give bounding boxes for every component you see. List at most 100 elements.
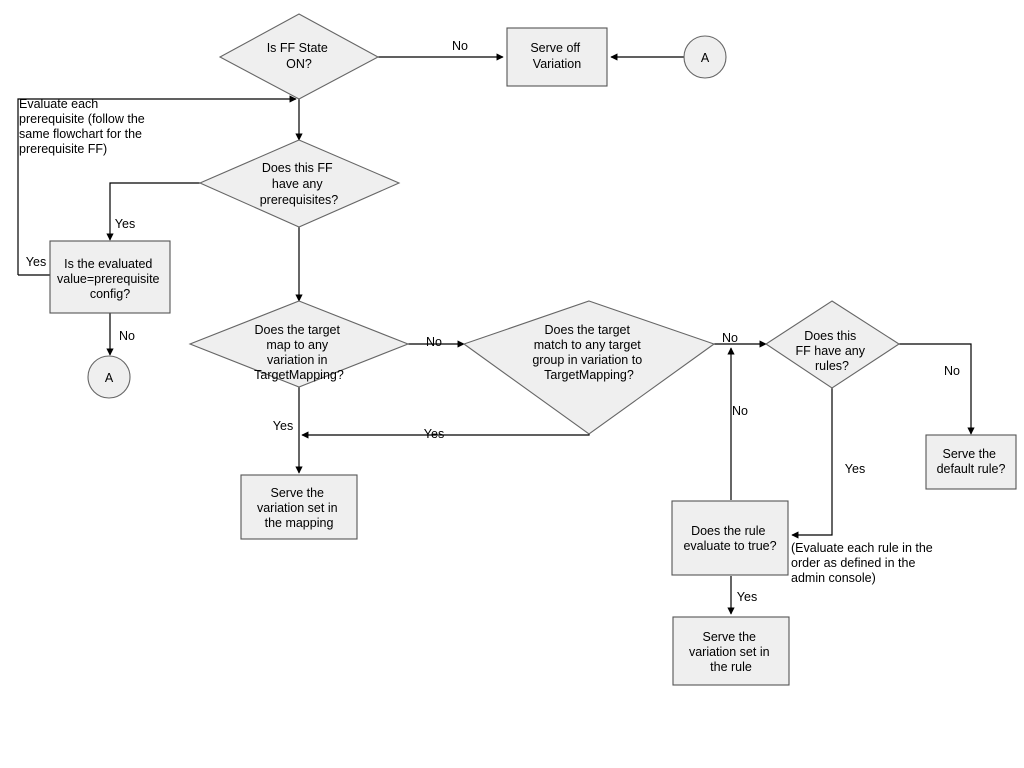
node-text-line: ON? [286, 57, 312, 71]
node-text-line: A [105, 371, 114, 385]
edge-label-targetgroup-no: No [722, 331, 738, 345]
process-shape [240, 474, 358, 540]
node-text-line: value=prerequisite [57, 272, 160, 286]
decision-shape [188, 300, 410, 388]
svg-text:Serve the variation se: Serve the variation set in the rule [689, 630, 773, 674]
note-text-line: same flowchart for the [19, 127, 142, 141]
svg-text:Does this FF have any: Does this FF have any prerequisites? [260, 161, 339, 207]
node-text-line: Serve off [530, 41, 580, 55]
note-text-line: prerequisite FF) [19, 142, 107, 156]
svg-text:Is the evaluated value: Is the evaluated value=prerequisite conf… [57, 257, 163, 301]
node-text-line: A [701, 51, 710, 65]
note-text-line: prerequisite (follow the [19, 112, 145, 126]
node-ff-has-rules[interactable]: Does this FF have any rules? [765, 300, 901, 389]
node-text-line: Does the target [545, 323, 631, 337]
node-text-line: Variation [533, 57, 581, 71]
decision-shape [198, 139, 401, 228]
svg-text:Does the target match: Does the target match to any target grou… [532, 323, 645, 382]
decision-shape [218, 13, 380, 100]
connector-shape [87, 355, 131, 399]
decision-shape [462, 300, 716, 435]
node-target-group-match[interactable]: Does the target match to any target grou… [462, 300, 716, 435]
node-text-line: Does the target [255, 323, 341, 337]
node-text-line: config? [90, 287, 130, 301]
process-shape [49, 240, 171, 314]
node-connector-a-bottom[interactable]: A [87, 355, 131, 399]
process-shape [506, 27, 608, 87]
node-text-line: group in variation to [532, 353, 642, 367]
node-text-line: evaluate to true? [683, 539, 776, 553]
edge-evaluated-yes-loop [17, 95, 297, 275]
edge-label-rules-no: No [944, 364, 960, 378]
node-serve-off-variation[interactable]: Serve off Variation [506, 27, 608, 87]
node-text-line: TargetMapping? [544, 368, 634, 382]
node-serve-default-rule[interactable]: Serve the default rule? [925, 434, 1017, 490]
svg-text:A: A [701, 51, 710, 65]
node-text-line: prerequisites? [260, 193, 339, 207]
node-text-line: Does the rule [691, 524, 765, 538]
note-rule-order: (Evaluate each rule in the order as defi… [791, 541, 936, 585]
note-text-line: admin console) [791, 571, 876, 585]
note-text-line: order as defined in the [791, 556, 915, 570]
node-serve-variation-rule[interactable]: Serve the variation set in the rule [672, 616, 790, 686]
node-text-line: Is the evaluated [64, 257, 152, 271]
svg-text:Does the target map to: Does the target map to any variation in … [254, 323, 344, 382]
node-evaluated-value-prerequisite[interactable]: Is the evaluated value=prerequisite conf… [49, 240, 171, 314]
note-text-line: Evaluate each [19, 97, 98, 111]
edge-targetgroup-yes [301, 431, 590, 439]
edge-rules-no-to-default [899, 343, 975, 435]
note-text-line: (Evaluate each rule in the [791, 541, 933, 555]
node-has-prerequisites[interactable]: Does this FF have any prerequisites? [198, 139, 401, 228]
node-target-map-variation[interactable]: Does the target map to any variation in … [188, 300, 410, 388]
svg-text:Does this FF have any: Does this FF have any rules? [796, 329, 869, 373]
node-text-line: Does this FF [262, 161, 333, 175]
node-text-line: Serve the [703, 630, 757, 644]
node-serve-variation-mapping[interactable]: Serve the variation set in the mapping [240, 474, 358, 540]
node-text-line: Is FF State [267, 41, 328, 55]
node-text-line: map to any [266, 338, 329, 352]
node-text-line: the rule [710, 660, 752, 674]
node-text-line: default rule? [937, 462, 1006, 476]
edge-label-targetmap-no: No [426, 335, 442, 349]
svg-text:Is FF State ON?: Is FF State ON? [267, 41, 332, 71]
edge-prereq-yes [106, 182, 200, 241]
node-is-ff-state-on[interactable]: Is FF State ON? [218, 13, 380, 100]
node-text-line: variation set in [257, 501, 338, 515]
svg-text:A: A [105, 371, 114, 385]
process-shape [672, 616, 790, 686]
svg-text:Serve the variation se: Serve the variation set in the mapping [257, 486, 341, 530]
svg-text:Serve the default rule: Serve the default rule? [937, 447, 1006, 476]
node-text-line: have any [272, 177, 323, 191]
edge-label-rule-no: No [732, 404, 748, 418]
note-prerequisite: Evaluate each prerequisite (follow the s… [19, 97, 148, 156]
node-text-line: the mapping [265, 516, 334, 530]
node-connector-a-top[interactable]: A [683, 35, 727, 79]
edge-label-prereq-yes: Yes [115, 217, 135, 231]
process-shape [925, 434, 1017, 490]
edge-label-rule-true-yes: Yes [737, 590, 757, 604]
svg-text:Evaluate each prerequi: Evaluate each prerequisite (follow the s… [19, 97, 148, 156]
node-text-line: rules? [815, 359, 849, 373]
node-text-line: match to any target [534, 338, 642, 352]
node-rule-evaluate-true[interactable]: Does the rule evaluate to true? [671, 500, 789, 576]
svg-text:Does the rule evaluate: Does the rule evaluate to true? [683, 524, 776, 553]
edge-label-targetgroup-yes: Yes [424, 427, 444, 441]
node-text-line: variation set in [689, 645, 770, 659]
process-shape [671, 500, 789, 576]
edge-label-targetmap-yes: Yes [273, 419, 293, 433]
edge-rules-yes-to-rule [791, 388, 833, 539]
edge-label-ffstate-no: No [452, 39, 468, 53]
node-text-line: FF have any [796, 344, 866, 358]
node-text-line: Serve the [943, 447, 997, 461]
svg-text:(Evaluate each rule in the: (Evaluate each rule in the order as defi… [791, 541, 936, 585]
edge-label-evaluated-no: No [119, 329, 135, 343]
edge-label-evaluated-yes: Yes [26, 255, 46, 269]
node-text-line: TargetMapping? [254, 368, 344, 382]
edge-label-rules-yes: Yes [845, 462, 865, 476]
node-text-line: Does this [804, 329, 856, 343]
svg-text:Serve off Variation: Serve off Variation [530, 41, 583, 71]
connector-shape [683, 35, 727, 79]
node-text-line: variation in [267, 353, 327, 367]
